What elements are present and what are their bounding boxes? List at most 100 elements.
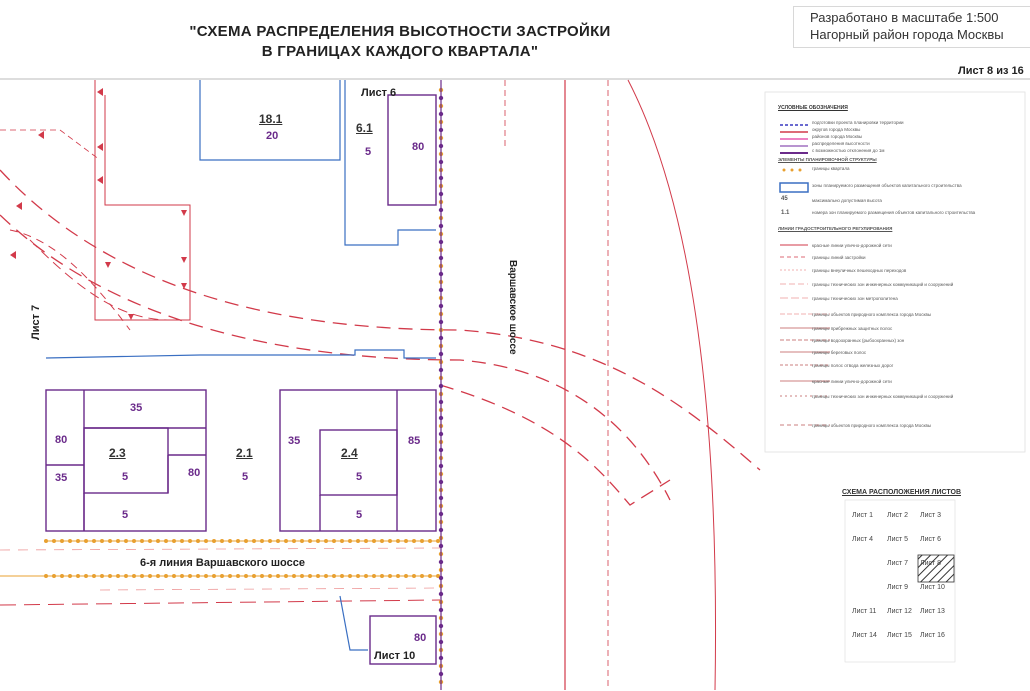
boundary-dot xyxy=(428,574,432,578)
boundary-dot xyxy=(404,539,408,543)
height-value: 35 xyxy=(55,472,68,484)
boundary-dot xyxy=(420,539,424,543)
legend-item: границы квартала xyxy=(812,166,850,171)
quarter-name: 6.1 xyxy=(356,121,373,135)
boundary-dot xyxy=(100,539,104,543)
boundary-dot xyxy=(116,539,120,543)
legend-item: границы прибрежных защитных полос xyxy=(812,326,893,331)
boundary-dot xyxy=(52,574,56,578)
boundary-dot xyxy=(156,574,160,578)
legend-sample-height: 45 xyxy=(781,196,788,202)
red-dashed-line xyxy=(439,384,671,506)
boundary-dot xyxy=(180,539,184,543)
sheet-cell: Лист 11 xyxy=(852,608,877,615)
quarter-name: 2.3 xyxy=(109,446,126,460)
boundary-dot xyxy=(220,574,224,578)
legend-item: ЭЛЕМЕНТЫ ПЛАНИРОВОЧНОЙ СТРУКТУРЫ xyxy=(778,157,877,162)
boundary-dot xyxy=(412,574,416,578)
boundary-dot xyxy=(60,574,64,578)
sheet-cell: Лист 5 xyxy=(887,536,909,543)
sheet-cell: Лист 13 xyxy=(920,608,945,615)
legend-item: районов города Москвы xyxy=(812,134,863,139)
sheet-scheme-grid xyxy=(844,499,956,663)
legend-item: округов города Москвы xyxy=(812,127,861,132)
boundary-dot xyxy=(236,574,240,578)
boundary-dot xyxy=(332,539,336,543)
boundary-dot xyxy=(316,574,320,578)
sheet-cell: Лист 16 xyxy=(920,632,945,639)
boundary-dot xyxy=(260,539,264,543)
boundary-dot xyxy=(76,539,80,543)
height-value: 5 xyxy=(122,509,129,521)
boundary-dot xyxy=(84,574,88,578)
boundary-dot xyxy=(372,574,376,578)
boundary-dot xyxy=(132,539,136,543)
boundary-dot xyxy=(172,539,176,543)
boundary-dot xyxy=(52,539,56,543)
boundary-dot xyxy=(308,539,312,543)
boundary-dot xyxy=(436,539,440,543)
boundary-dot xyxy=(332,574,336,578)
sheet-cell: Лист 15 xyxy=(887,632,912,639)
red-dashed-line xyxy=(0,599,441,606)
boundary-dot xyxy=(388,539,392,543)
boundary-dot xyxy=(92,539,96,543)
legend-item: границы объектов природного комплекса го… xyxy=(812,312,932,317)
red-dashed-line xyxy=(9,229,131,331)
current-sheet-hatch xyxy=(917,554,955,583)
legend-item: границы технических зон метрополитена xyxy=(812,296,898,301)
stamp-district: Нагорный район города Москвы xyxy=(810,27,1004,42)
boundary-dot xyxy=(428,539,432,543)
legend-item: границы береговых полос xyxy=(812,350,867,355)
boundary-dot xyxy=(364,574,368,578)
sheet-cell: Лист 4 xyxy=(852,536,874,543)
boundary-dot xyxy=(364,539,368,543)
red-triangle-markers xyxy=(10,88,187,320)
quarter-name: 2.1 xyxy=(236,446,253,460)
boundary-dot xyxy=(340,574,344,578)
boundary-dot xyxy=(380,539,384,543)
height-value: 80 xyxy=(412,141,425,153)
boundary-dot xyxy=(188,539,192,543)
boundary-dot xyxy=(84,539,88,543)
sheet-cell: Лист 8 xyxy=(920,560,942,567)
legend-frame xyxy=(764,91,1026,453)
sheet-ref-top: Лист 6 xyxy=(361,87,397,99)
page-title: "СХЕМА РАСПРЕДЕЛЕНИЯ ВЫСОТНОСТИ ЗАСТРОЙК… xyxy=(150,22,650,62)
legend-symbols xyxy=(779,124,830,426)
boundary-dot xyxy=(300,574,304,578)
height-value: 35 xyxy=(130,402,143,414)
boundary-dot xyxy=(164,539,168,543)
boundary-dot xyxy=(356,574,360,578)
boundary-dot xyxy=(316,539,320,543)
legend-item: границы полос отвода железных дорог xyxy=(812,363,894,368)
sheet-cell: Лист 10 xyxy=(920,584,945,591)
boundary-dot xyxy=(292,574,296,578)
boundary-dot xyxy=(68,539,72,543)
boundary-dot xyxy=(204,574,208,578)
boundary-dot xyxy=(236,539,240,543)
blue-zone-outline xyxy=(45,80,436,651)
boundary-dot xyxy=(252,539,256,543)
boundary-dot xyxy=(220,539,224,543)
boundary-dot xyxy=(284,539,288,543)
street-horizontal-label: 6-я линия Варшавского шоссе xyxy=(140,557,305,569)
boundary-dot xyxy=(188,574,192,578)
boundary-dot xyxy=(68,574,72,578)
sheet-cell: Лист 6 xyxy=(920,536,942,543)
height-value: 5 xyxy=(122,471,129,483)
boundary-dot xyxy=(92,574,96,578)
title-line-2: В ГРАНИЦАХ КАЖДОГО КВАРТАЛА" xyxy=(261,43,539,60)
boundary-dot xyxy=(204,539,208,543)
purple-zone-outline xyxy=(45,94,437,665)
legend-item: границы линий застройки xyxy=(812,255,866,260)
legend-item: с возможностью отклонения до 1м xyxy=(812,148,885,153)
boundary-dot xyxy=(436,574,440,578)
sheet-cell: Лист 2 xyxy=(887,512,909,519)
sheet-scheme-title: СХЕМА РАСПОЛОЖЕНИЯ ЛИСТОВ xyxy=(842,489,961,496)
red-dashed-line xyxy=(0,169,761,471)
boundary-dot xyxy=(108,539,112,543)
boundary-dot xyxy=(196,539,200,543)
red-dashed-line xyxy=(29,239,171,321)
